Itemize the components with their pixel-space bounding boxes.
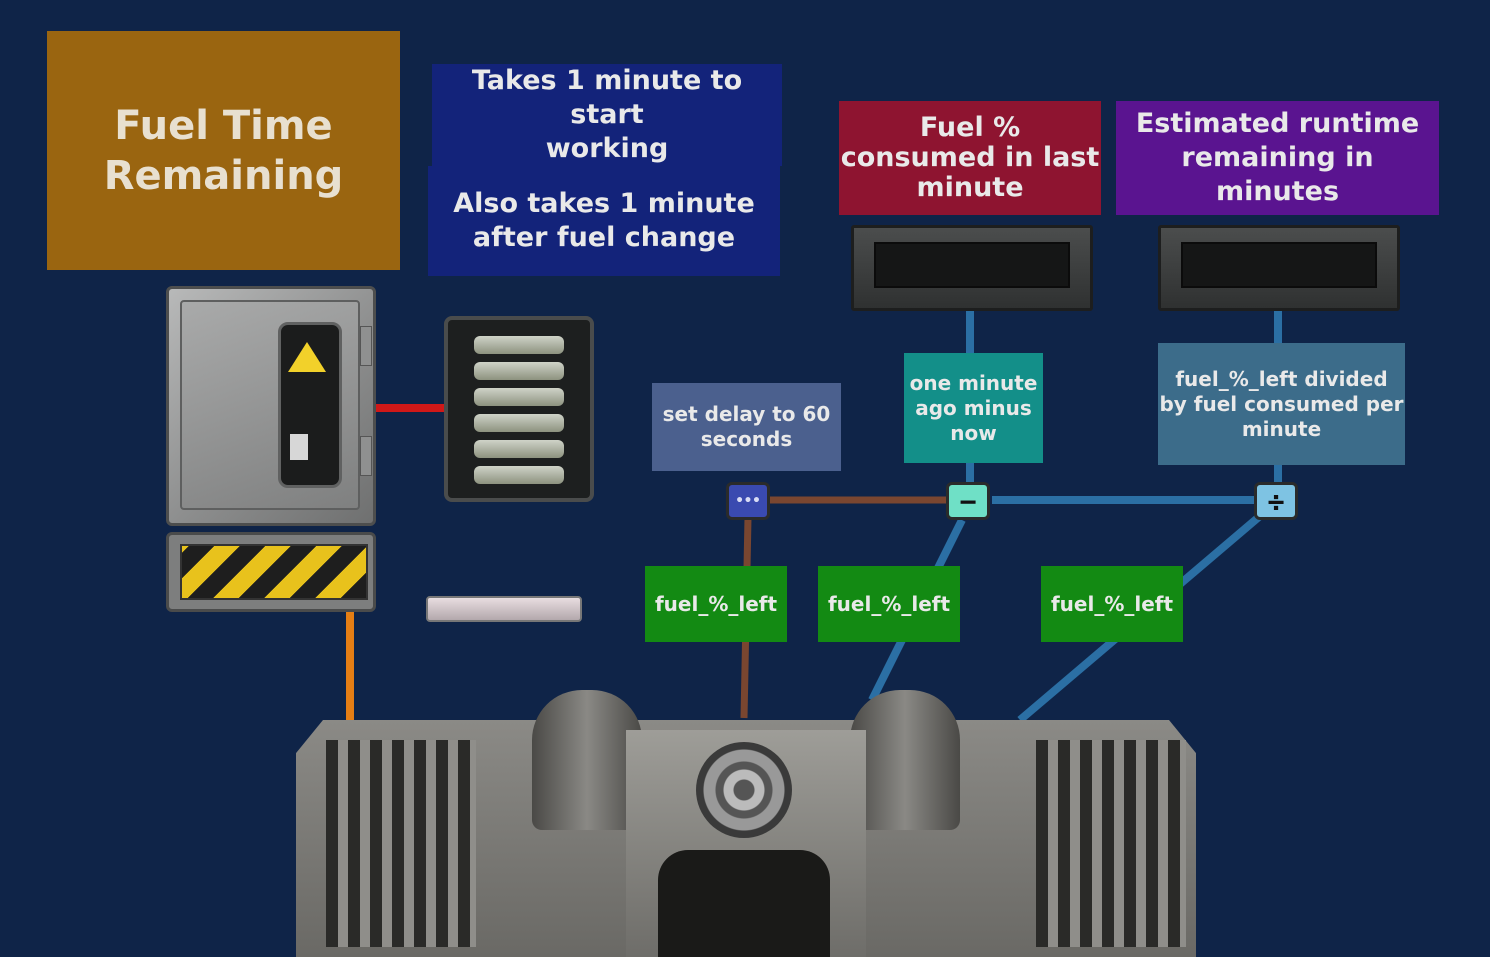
divide-label: fuel_%_left divided by fuel consumed per… [1158,343,1405,465]
battery-cell [474,362,564,380]
reactor-vent-right [1036,740,1186,947]
runtime-label: Estimated runtime remaining in minutes [1116,101,1439,215]
delay-label: set delay to 60 seconds [652,383,841,471]
battery-cell [474,388,564,406]
reactor-vent-left [326,740,476,947]
hazard-stripes [180,544,368,600]
reactor-icon[interactable] [296,690,1196,957]
junction-box-icon[interactable] [166,286,378,614]
fuel-left-label-2: fuel_%_left [818,566,960,642]
fuel-left-label-1: fuel_%_left [645,566,787,642]
reactor-opening [658,850,830,957]
reactor-pipe-right [850,690,960,830]
delay-component[interactable]: ••• [726,482,770,520]
fuel-consumed-label: Fuel % consumed in last minute [839,101,1101,215]
fuel-left-label-3: fuel_%_left [1041,566,1183,642]
battery-cell [474,440,564,458]
subtract-component[interactable]: − [946,482,990,520]
battery-cell [474,414,564,432]
display-screen [1181,242,1377,288]
lamp-icon[interactable] [426,596,582,622]
battery-cell [474,336,564,354]
note-fuel-change-label: Also takes 1 minute after fuel change [428,166,780,276]
battery-icon[interactable] [444,316,594,502]
reactor-fan-icon [696,742,792,838]
divide-component[interactable]: ÷ [1254,482,1298,520]
fuel-consumed-display[interactable] [851,225,1093,311]
note-start-label: Takes 1 minute to start working [432,64,782,166]
title-label: Fuel Time Remaining [47,31,400,270]
subtract-label: one minute ago minus now [904,353,1043,463]
display-screen [874,242,1070,288]
runtime-display[interactable] [1158,225,1400,311]
reactor-pipe-left [532,690,642,830]
hinge [360,326,372,366]
hinge [360,436,372,476]
battery-cell [474,466,564,484]
sticker-icon [290,434,308,460]
